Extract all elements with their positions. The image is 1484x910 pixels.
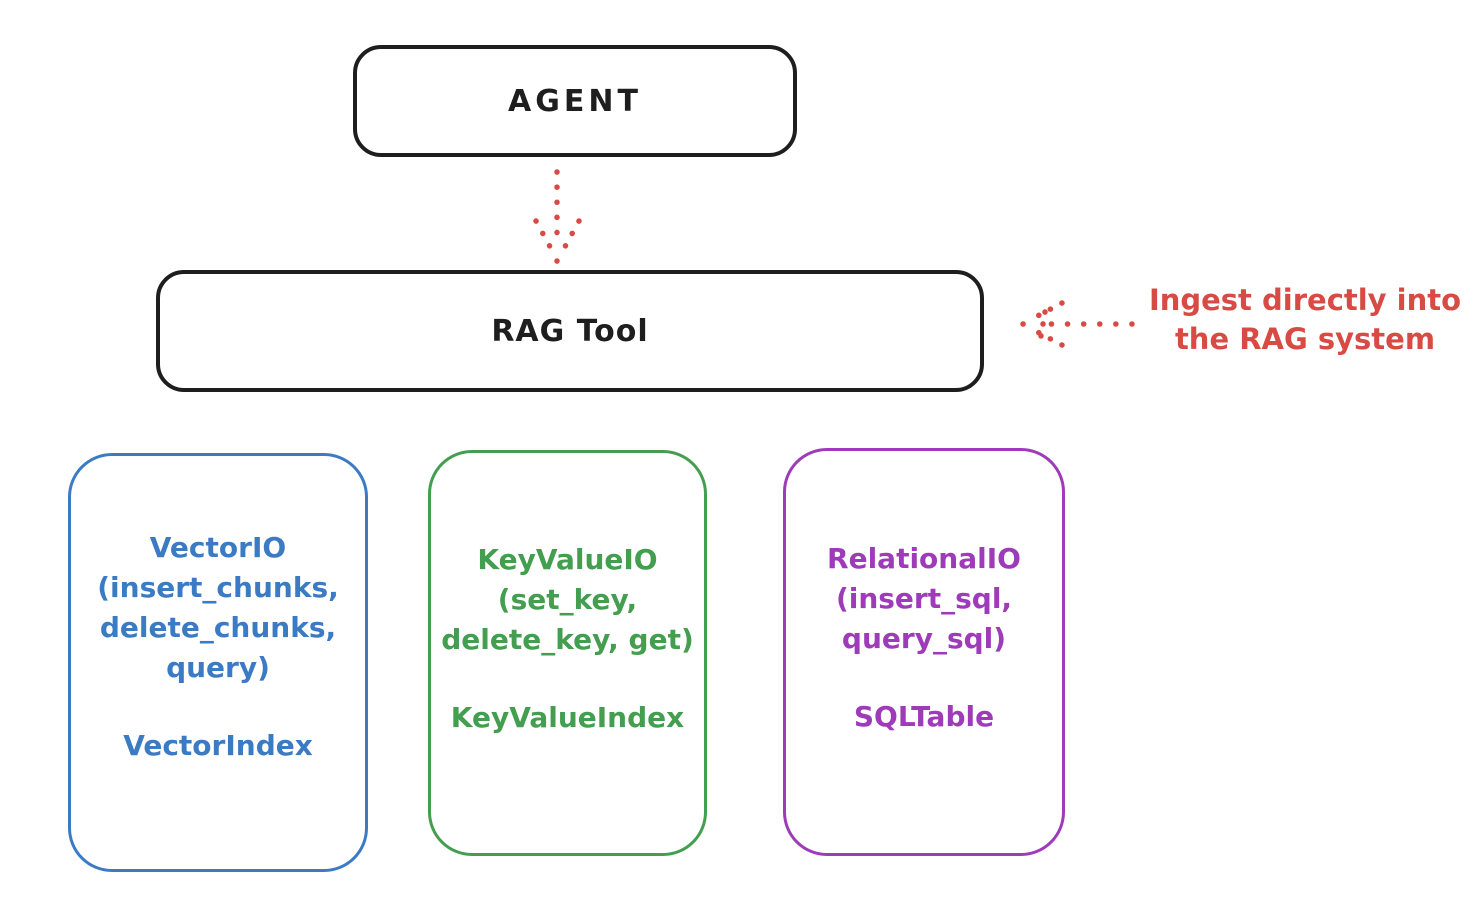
vector-io-text: VectorIO (insert_chunks, delete_chunks, …	[71, 528, 365, 766]
vector-io-box: VectorIO (insert_chunks, delete_chunks, …	[68, 453, 368, 872]
relational-io-text: RelationalIO (insert_sql, query_sql) SQL…	[786, 539, 1062, 737]
storage-box-line: delete_key, get)	[441, 623, 694, 656]
keyvalue-io-box: KeyValueIO (set_key, delete_key, get) Ke…	[428, 450, 707, 856]
storage-box-line: KeyValueIO	[477, 543, 658, 576]
agent-to-rag-arrow	[533, 169, 582, 264]
storage-box-line: (insert_sql,	[835, 582, 1013, 615]
storage-box-line: delete_chunks,	[99, 610, 337, 644]
vector-index-label: VectorIndex	[123, 728, 313, 762]
agent-label: AGENT	[508, 83, 642, 119]
agent-box: AGENT	[353, 45, 797, 157]
ingest-annotation-line-1: Ingest directly into	[1148, 283, 1462, 317]
ingest-annotation: Ingest directly into the RAG system	[1138, 281, 1472, 359]
storage-box-line: RelationalIO	[827, 542, 1021, 575]
keyvalue-io-text: KeyValueIO (set_key, delete_key, get) Ke…	[431, 540, 704, 738]
storage-box-line: (set_key,	[497, 583, 638, 616]
ingest-annotation-line-2: the RAG system	[1174, 322, 1436, 356]
storage-box-line: query_sql)	[841, 622, 1007, 655]
keyvalue-index-label: KeyValueIndex	[450, 701, 685, 734]
rag-tool-label: RAG Tool	[491, 313, 649, 349]
storage-box-line: (insert_chunks,	[97, 570, 339, 604]
relational-io-box: RelationalIO (insert_sql, query_sql) SQL…	[783, 448, 1065, 856]
ingest-annotation-arrow	[1020, 300, 1135, 348]
storage-box-line: VectorIO	[149, 530, 287, 564]
sql-table-label: SQLTable	[853, 700, 995, 733]
rag-tool-box: RAG Tool	[156, 270, 984, 392]
storage-box-line: query)	[166, 650, 270, 684]
